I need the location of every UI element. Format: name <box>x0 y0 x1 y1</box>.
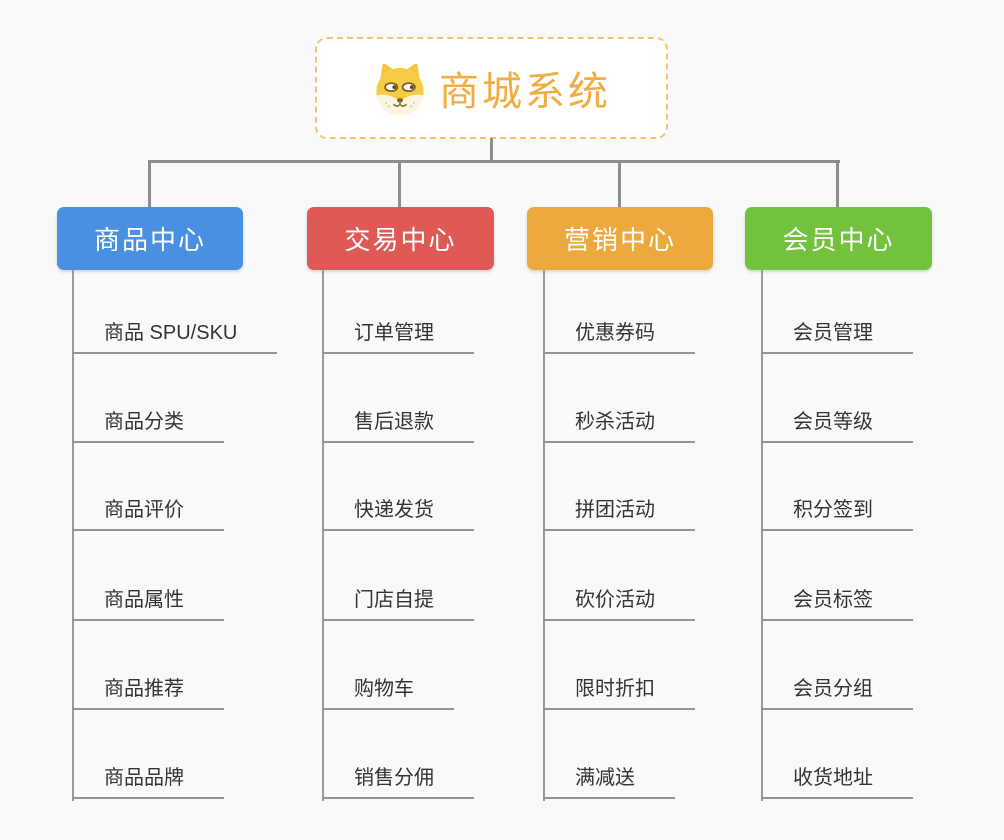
subtopic[interactable]: 会员管理 <box>761 320 913 354</box>
subtopic[interactable]: 商品评价 <box>72 497 224 531</box>
subtopic[interactable]: 商品分类 <box>72 409 224 443</box>
subtopic[interactable]: 购物车 <box>322 676 454 710</box>
subtopic[interactable]: 售后退款 <box>322 409 474 443</box>
subtopic[interactable]: 优惠券码 <box>543 320 695 354</box>
subtopic[interactable]: 快递发货 <box>322 497 474 531</box>
subtopic[interactable]: 门店自提 <box>322 587 474 621</box>
connector-stub-member <box>836 160 839 210</box>
rail-marketing-center <box>543 270 545 801</box>
subtopic[interactable]: 秒杀活动 <box>543 409 695 443</box>
subtopic[interactable]: 订单管理 <box>322 320 474 354</box>
rail-trade-center <box>322 270 324 801</box>
subtopic[interactable]: 满减送 <box>543 765 675 799</box>
branch-topic-product-center[interactable]: 商品中心 <box>57 207 243 270</box>
connector-stub-trade <box>398 160 401 210</box>
subtopic[interactable]: 限时折扣 <box>543 676 695 710</box>
subtopic[interactable]: 商品品牌 <box>72 765 224 799</box>
branch-topic-member-center[interactable]: 会员中心 <box>745 207 932 270</box>
connector-stub-marketing <box>618 160 621 210</box>
rail-member-center <box>761 270 763 801</box>
connector-trunk <box>490 138 493 163</box>
branch-topic-trade-center[interactable]: 交易中心 <box>307 207 494 270</box>
branch-topic-marketing-center[interactable]: 营销中心 <box>527 207 713 270</box>
subtopic[interactable]: 商品推荐 <box>72 676 224 710</box>
connector-stub-product <box>148 160 151 210</box>
connector-horizontal <box>148 160 840 163</box>
subtopic[interactable]: 会员标签 <box>761 587 913 621</box>
subtopic[interactable]: 销售分佣 <box>322 765 474 799</box>
subtopic[interactable]: 商品属性 <box>72 587 224 621</box>
subtopic[interactable]: 会员分组 <box>761 676 913 710</box>
subtopic[interactable]: 积分签到 <box>761 497 913 531</box>
subtopic[interactable]: 砍价活动 <box>543 587 695 621</box>
subtopic[interactable]: 收货地址 <box>761 765 913 799</box>
rail-product-center <box>72 270 74 801</box>
subtopic[interactable]: 商品 SPU/SKU <box>72 320 278 354</box>
dog-face-icon <box>372 60 428 116</box>
root-topic[interactable]: 商城系统 <box>315 37 668 139</box>
subtopic[interactable]: 拼团活动 <box>543 497 695 531</box>
subtopic[interactable]: 会员等级 <box>761 409 913 443</box>
root-topic-title: 商城系统 <box>439 70 611 114</box>
